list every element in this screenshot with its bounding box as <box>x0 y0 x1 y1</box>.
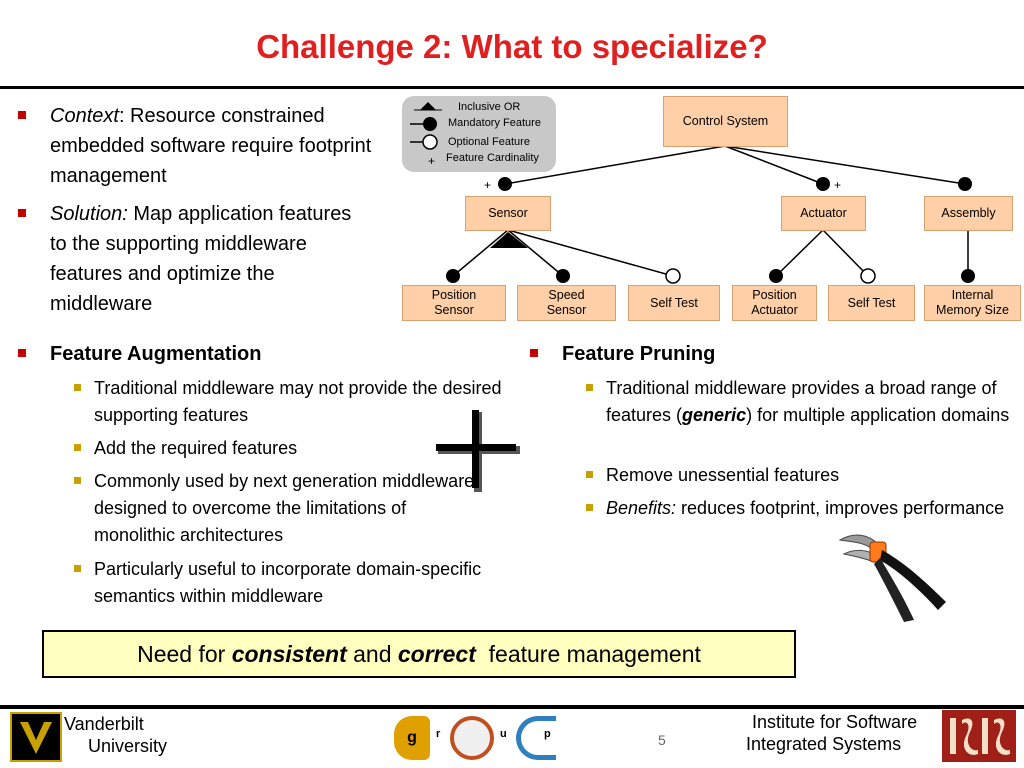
feature-self-test-actuator: Self Test <box>828 285 915 321</box>
legend-symbols-icon <box>410 102 442 150</box>
sub-bullet-icon <box>74 384 81 391</box>
pruning-item-2: Remove unessential features <box>586 462 1016 489</box>
bullet-square-icon <box>18 209 26 217</box>
callout-correct: correct <box>397 641 476 667</box>
feature-assembly: Assembly <box>924 196 1013 231</box>
context-bullet: Context: Resource constrained embedded s… <box>18 101 410 191</box>
legend-mandatory: Mandatory Feature <box>448 117 541 129</box>
legend-optional: Optional Feature <box>448 136 530 148</box>
context-text: : Resource constrained embedded software… <box>50 105 372 187</box>
feature-legend: + Inclusive OR Mandatory Feature Optiona… <box>402 96 556 172</box>
feature-self-test-sensor: Self Test <box>628 285 720 321</box>
pruning-item1-text-b: ) for multiple application domains <box>746 405 1010 425</box>
solution-text: Map application features to the supporti… <box>50 203 352 315</box>
feature-tree-diagram <box>446 145 975 284</box>
feature-internal-memory-size: Internal Memory Size <box>924 285 1021 321</box>
plus-sign-icon <box>436 410 520 492</box>
sub-bullet-icon <box>586 471 593 478</box>
sub-bullet-icon <box>74 477 81 484</box>
callout-mid: and <box>346 641 398 667</box>
footer-rule <box>0 705 1024 709</box>
callout-consistent: consistent <box>231 641 347 667</box>
doc-logo-p: p <box>544 728 551 740</box>
title-rule <box>0 86 1024 89</box>
doc-logo-u: u <box>500 728 507 740</box>
pruning-item-3: Benefits: reduces footprint, improves pe… <box>586 495 1006 522</box>
pruning-heading-text: Feature Pruning <box>562 343 716 365</box>
solution-lead: Solution: <box>50 203 128 225</box>
doc-group-logo: g r u p <box>394 714 584 762</box>
vanderbilt-v-icon <box>20 722 52 754</box>
feature-position-actuator: Position Actuator <box>732 285 817 321</box>
pruning-item1-emphasis: generic <box>682 405 747 425</box>
augmentation-item-1: Traditional middleware may not provide t… <box>74 375 504 429</box>
vanderbilt-line1: Vanderbilt <box>64 714 144 734</box>
sub-bullet-icon <box>586 384 593 391</box>
pruning-item3-text: reduces footprint, improves performance <box>676 498 1005 518</box>
label-line: Position <box>752 288 797 302</box>
augmentation-item-3: Commonly used by next generation middlew… <box>74 468 489 549</box>
feature-speed-sensor: Speed Sensor <box>517 285 616 321</box>
pruning-item1-text-a: Traditional middleware provides a broad … <box>606 378 997 425</box>
legend-inclusive-or: Inclusive OR <box>458 101 521 113</box>
label-line: Speed <box>548 288 585 302</box>
bullet-square-icon <box>18 349 26 357</box>
vanderbilt-line2: University <box>88 736 168 756</box>
context-lead: Context <box>50 105 119 127</box>
isis-line1: Institute for Software <box>752 712 918 732</box>
pruning-item2-text: Remove unessential features <box>606 465 840 485</box>
label-line: Sensor <box>546 303 587 317</box>
augmentation-item-4: Particularly useful to incorporate domai… <box>74 556 514 610</box>
actuator-cardinality-plus: + <box>834 178 842 192</box>
augmentation-item-2: Add the required features <box>74 435 504 462</box>
pruning-shears-icon <box>838 534 946 622</box>
page-number: 5 <box>658 732 666 748</box>
label-line: Sensor <box>434 303 474 317</box>
augmentation-item-text: Commonly used by next generation middlew… <box>94 471 475 545</box>
label-line: Memory Size <box>936 303 1009 317</box>
sub-bullet-icon <box>74 565 81 572</box>
augmentation-heading-text: Feature Augmentation <box>50 343 262 365</box>
feature-sensor: Sensor <box>465 196 551 231</box>
label-line: Position <box>431 288 477 302</box>
legend-cardinality: Feature Cardinality <box>446 152 539 164</box>
callout-pre: Need for <box>137 641 232 667</box>
pruning-heading: Feature Pruning <box>530 339 1002 369</box>
sub-bullet-icon <box>586 504 593 511</box>
label-line: Actuator <box>751 303 798 317</box>
augmentation-item-text: Traditional middleware may not provide t… <box>94 378 502 425</box>
doc-logo-o <box>450 716 494 760</box>
label-line: Internal <box>951 288 994 302</box>
doc-logo-c <box>516 716 556 760</box>
solution-bullet: Solution: Map application features to th… <box>18 199 370 319</box>
feature-management-callout: Need for consistent and correct feature … <box>42 630 796 678</box>
isis-logo <box>942 710 1016 762</box>
augmentation-item-text: Add the required features <box>94 438 298 458</box>
doc-logo-r: r <box>436 728 441 740</box>
augmentation-item-text: Particularly useful to incorporate domai… <box>94 559 482 606</box>
bullet-square-icon <box>530 349 538 357</box>
pruning-item3-lead: Benefits: <box>606 498 677 518</box>
vanderbilt-logo <box>10 712 62 762</box>
pruning-item-1: Traditional middleware provides a broad … <box>586 375 1016 429</box>
legend-plus: + <box>428 154 436 168</box>
feature-control-system: Control System <box>663 96 788 147</box>
sub-bullet-icon <box>74 444 81 451</box>
feature-position-sensor: Position Sensor <box>402 285 506 321</box>
sensor-cardinality-plus: + <box>484 178 492 192</box>
callout-post: feature management <box>475 641 701 667</box>
augmentation-heading: Feature Augmentation <box>18 339 490 369</box>
slide-title: Challenge 2: What to specialize? <box>256 28 768 65</box>
isis-logo-icon <box>950 718 1010 755</box>
bullet-square-icon <box>18 111 26 119</box>
doc-logo-d: g <box>394 716 430 760</box>
feature-actuator: Actuator <box>781 196 866 231</box>
isis-line2: Integrated Systems <box>746 734 902 754</box>
